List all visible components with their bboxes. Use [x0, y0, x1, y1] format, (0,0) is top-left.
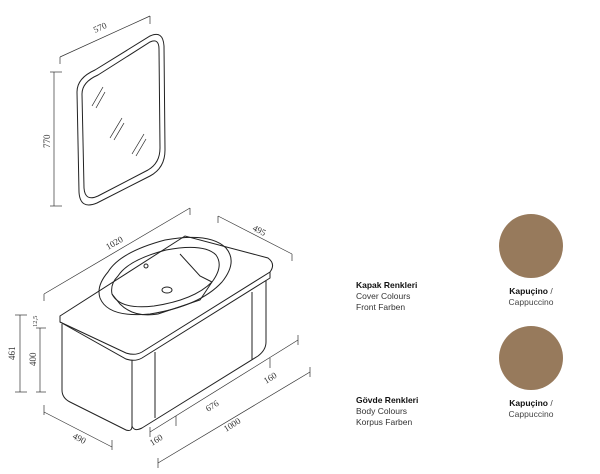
mirror-dimension-lines	[50, 15, 151, 207]
middle-label: 676	[204, 398, 221, 414]
cover-colours-de: Front Farben	[356, 302, 406, 312]
countertop-edge	[59, 272, 271, 361]
cabinet	[59, 235, 274, 431]
cabinet-width-label: 1020	[104, 234, 125, 252]
total-height-label: 461	[7, 347, 17, 361]
body-colours-title: Gövde Renkleri	[356, 395, 419, 405]
cover-colours-legend: Kapak Renkleri Cover Colours Front Farbe…	[356, 280, 417, 313]
sink-basin-outer	[98, 236, 232, 316]
body-swatch-separator: /	[548, 398, 553, 408]
cover-colour-swatch-group: Kapuçino / Cappuccino	[486, 214, 576, 308]
body-swatch-name: Kapuçino	[509, 398, 548, 408]
cabinet-dimension-lines	[15, 207, 311, 468]
mirror	[76, 33, 166, 206]
cover-swatch-en: Cappuccino	[508, 297, 554, 307]
cabinet-left-face	[61, 324, 133, 431]
cover-colours-title: Kapak Renkleri	[356, 280, 418, 290]
tap-hole	[143, 263, 149, 269]
cover-colours-en: Cover Colours	[356, 291, 411, 301]
sink-basin-wall-right	[179, 253, 213, 283]
body-height-label: 400	[28, 352, 38, 366]
cover-swatch-separator: /	[548, 286, 553, 296]
cover-swatch-name: Kapuçino	[509, 286, 548, 296]
body-colours-de: Korpus Farben	[356, 417, 413, 427]
cabinet-depth-label: 495	[251, 223, 268, 238]
countertop	[59, 235, 274, 355]
sink-basin-wall	[111, 281, 213, 316]
mirror-glare	[91, 86, 147, 157]
mirror-frame-outer	[76, 33, 166, 206]
mirror-width-label: 570	[92, 20, 109, 35]
side-right-label: 160	[262, 370, 279, 386]
cabinet-front-face	[131, 280, 267, 431]
mirror-frame-inner	[81, 40, 161, 199]
body-swatch-en: Cappuccino	[508, 409, 554, 419]
overall-width-label: 1000	[222, 415, 243, 433]
body-colour-swatch	[499, 326, 563, 390]
mirror-height-label: 770	[42, 134, 52, 148]
body-colours-legend: Gövde Renkleri Body Colours Korpus Farbe…	[356, 395, 418, 428]
body-colour-swatch-group: Kapuçino / Cappuccino	[486, 326, 576, 420]
sink-drain	[161, 286, 173, 294]
top-thickness-label: 12,5	[32, 316, 39, 327]
body-colours-en: Body Colours	[356, 406, 408, 416]
cover-colour-swatch	[499, 214, 563, 278]
